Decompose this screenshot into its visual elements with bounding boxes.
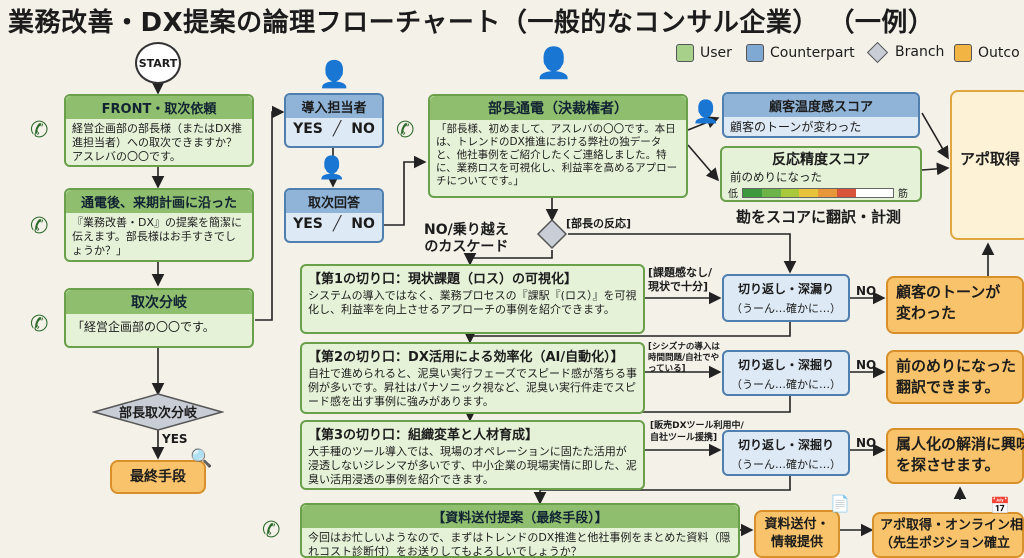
manager-call-text: 「部長様、初めまして、アスレバの〇〇です。本日は、トレンドのDX推進における弊社…	[436, 123, 678, 187]
loop1-title: 切り返し・深漏り	[737, 282, 834, 296]
appointment-outcome-box: アポ取得	[950, 90, 1024, 240]
phone-icon: ✆	[30, 118, 49, 143]
start-node: START	[135, 42, 181, 84]
score-gauge: 低 筋	[722, 185, 920, 200]
legend-user: User	[676, 44, 732, 62]
page-title: 業務改善・DX提案の論理フローチャート（一般的なコンサル企業） （一例）	[8, 8, 935, 38]
gauge-bar	[742, 187, 894, 198]
no-label: NO	[856, 284, 877, 298]
call-after-box: 通電後、来期計画に沿った 『業務改善・DX』の提案を簡潔に伝えます。部長様はお手…	[64, 188, 254, 262]
manager-call-box: 部長通電（決裁権者） 「部長様、初めまして、アスレバの〇〇です。本日は、トレンド…	[428, 94, 688, 198]
slash-divider: ╱	[332, 121, 342, 137]
intro-person-box: 導入担当者 YES ╱ NO	[284, 93, 384, 148]
legend-counterpart-label: Counterpart	[770, 45, 855, 61]
document-search-icon: 🔍	[190, 448, 213, 469]
phone-icon: ✆	[262, 518, 281, 543]
cut2-title: 【第2の切り口：DX活用による効率化（AI/自動化）】	[308, 350, 624, 365]
legend-counterpart: Counterpart	[746, 44, 855, 62]
person-icon: 👤	[692, 100, 720, 125]
manager-person-icon: 👤	[535, 46, 573, 81]
slash-divider: ╱	[332, 216, 342, 232]
reaction-branch-diamond	[536, 218, 568, 250]
measure-caption: 勘をスコアに翻訳・計測	[736, 208, 902, 226]
call-after-title: 通電後、来期計画に沿った	[66, 190, 252, 213]
outcome-swatch-icon	[954, 44, 972, 62]
cascade-label: NO/乗り越え のカスケード	[424, 222, 509, 255]
intro-yes: YES	[293, 121, 323, 137]
reply-no: NO	[351, 216, 375, 232]
cut1-box: 【第1の切り口：現状課題（ロス）の可視化】 システムの導入ではなく、業務プロセス…	[300, 264, 645, 334]
phone-icon: ✆	[30, 214, 49, 239]
cut3-title: 【第3の切り口：組織変革と人材育成】	[308, 428, 539, 443]
loop3-title: 切り返し・深掘り	[737, 438, 834, 452]
appointment-online-box: アポ取得・オンライン相 （先生ポジション確立	[872, 512, 1024, 558]
transfer-branch-title: 取次分岐	[66, 290, 252, 314]
front-request-box: FRONT・取次依頼 経営企画部の部長様（またはDX推進担当者）への取次できます…	[64, 94, 254, 167]
manager-branch-diamond	[92, 393, 224, 431]
no-label: NO	[856, 436, 877, 450]
cut2-box: 【第2の切り口：DX活用による効率化（AI/自動化）】 自社で進められると、泥臭…	[300, 342, 645, 414]
temperature-score-title: 顧客温度感スコア	[724, 94, 918, 117]
front-text: 経営企画部の部長様（またはDX推進担当者）への取次できますか？アスレバの〇〇です…	[72, 122, 243, 163]
cut3-box: 【第3の切り口：組織変革と人材育成】 大手種のツール導入では、現場のオペレーショ…	[300, 420, 645, 490]
loop1-text: （うーん…確かに…）	[731, 302, 841, 315]
manager-call-title: 部長通電（決裁権者）	[430, 96, 686, 120]
cut2-text: 自社で進められると、泥臭い実行フェーズでスピード感が落ちる事例が多いです。昇社は…	[308, 367, 638, 408]
cut1-note: [課題感なし/ 現状で十分]	[648, 266, 713, 293]
cut2-note: [シシズナの導入は時間問題/自社でやっている]	[648, 342, 720, 374]
loop-box-1: 切り返し・深漏り （うーん…確かに…）	[722, 274, 850, 322]
cut3-note: [販売DXツール利用中/ 自社ツール援携]	[650, 421, 744, 443]
legend-outcome-label: Outco	[978, 45, 1020, 61]
send-docs-box: 資料送付・ 情報提供	[754, 510, 840, 558]
transfer-branch-box: 取次分岐 「経営企画部の〇〇です。	[64, 288, 254, 348]
accuracy-score-title: 反応精度スコア	[772, 152, 870, 168]
last-resort-box: 最終手段	[110, 460, 206, 494]
loop-box-3: 切り返し・深掘り （うーん…確かに…）	[722, 430, 850, 476]
no-label: NO	[856, 358, 877, 372]
phone-icon: ✆	[396, 118, 415, 143]
gauge-high-label: 筋	[898, 189, 908, 200]
cut3-text: 大手種のツール導入では、現場のオペレーションに固たた活用が浸透しないジレンマが多…	[308, 445, 637, 486]
person-icon: 👤	[318, 60, 351, 90]
person-icon: 👤	[318, 156, 346, 181]
legend-branch: Branch	[866, 41, 945, 63]
yes-label: YES	[162, 432, 188, 446]
cut4-box: 【資料送付提案（最終手段）】 今回はお忙しいようなので、まずはトレンドのDX推進…	[300, 503, 740, 558]
user-swatch-icon	[676, 44, 694, 62]
cut1-text: システムの導入ではなく、業務プロセスの『課駅『(ロス）』を可視化し、利益率を向上…	[308, 289, 637, 316]
legend-branch-label: Branch	[895, 44, 945, 60]
intro-no: NO	[351, 121, 375, 137]
counterpart-swatch-icon	[746, 44, 764, 62]
gauge-low-label: 低	[728, 189, 738, 200]
loop2-text: （うーん…確かに…）	[731, 378, 841, 391]
temperature-score-text: 顧客のトーンが変わった	[730, 120, 862, 134]
transfer-reply-box: 取次回答 YES ╱ NO	[284, 188, 384, 243]
manager-reaction-label: [部長の反応]	[566, 217, 632, 230]
manager-branch-label: 部長取次分岐	[118, 406, 197, 421]
legend-outcome: Outco	[954, 44, 1020, 62]
cut1-title: 【第1の切り口：現状課題（ロス）の可視化】	[308, 272, 578, 287]
loop-box-2: 切り返し・深掘り （うーん…確かに…）	[722, 350, 850, 396]
outcome-interest: 属人化の解消に興味 を探させます。	[886, 428, 1024, 484]
call-after-text: 『業務改善・DX』の提案を簡潔に伝えます。部長様はお手すきでしょうか？」	[72, 216, 243, 257]
transfer-reply-title: 取次回答	[286, 190, 382, 213]
loop2-title: 切り返し・深掘り	[737, 358, 834, 372]
document-icon: 📄	[830, 494, 850, 513]
phone-icon: ✆	[30, 312, 49, 337]
transfer-branch-text: 「経営企画部の〇〇です。	[72, 320, 215, 334]
cut4-text: 今回はお忙しいようなので、まずはトレンドのDX推進と他社事例をまとめた資料（隠れ…	[308, 531, 731, 558]
legend-user-label: User	[700, 45, 732, 61]
outcome-tone-changed: 顧客のトーンが 変わった	[886, 276, 1024, 334]
outcome-leaning-in: 前のめりになった 翻訳できます。	[886, 350, 1024, 404]
front-title: FRONT・取次依頼	[66, 96, 252, 119]
loop3-text: （うーん…確かに…）	[731, 458, 841, 471]
temperature-score-box: 顧客温度感スコア 顧客のトーンが変わった	[722, 92, 920, 138]
calendar-icon: 📅	[990, 496, 1010, 515]
cut4-title: 【資料送付提案（最終手段）】	[302, 505, 738, 528]
accuracy-score-box: 反応精度スコア 前のめりになった 低 筋	[720, 146, 922, 202]
intro-person-title: 導入担当者	[286, 95, 382, 118]
reply-yes: YES	[293, 216, 323, 232]
accuracy-score-text: 前のめりになった	[730, 170, 822, 184]
